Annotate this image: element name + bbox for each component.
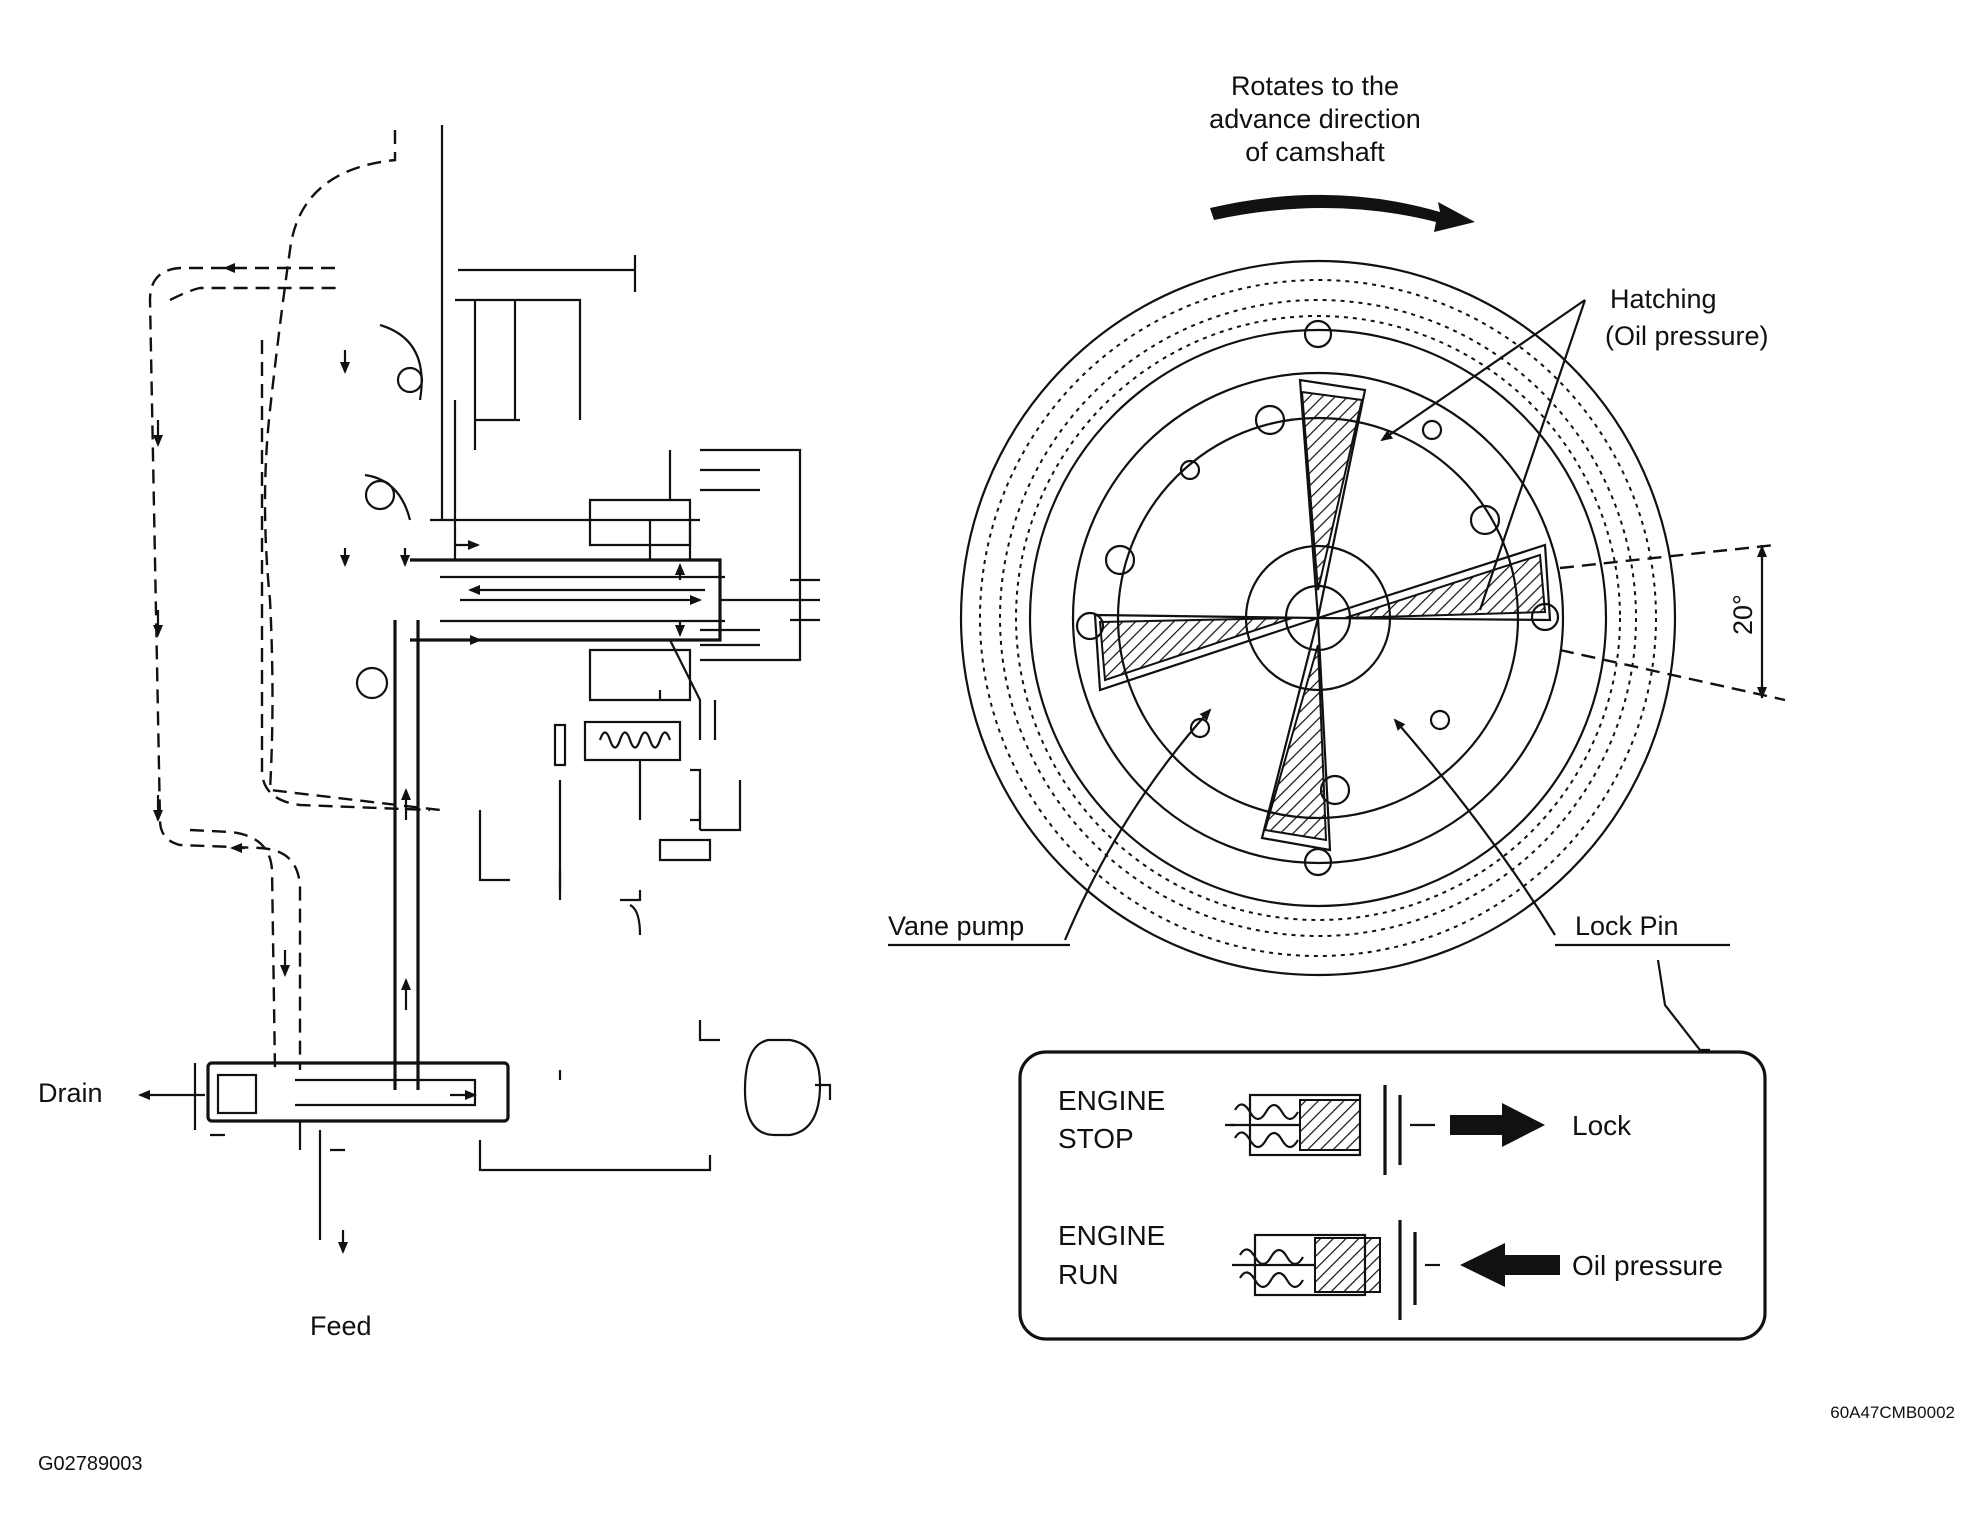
hatching-label-line1: Hatching	[1610, 284, 1717, 314]
lock-pin-stop-drawing	[1225, 1085, 1545, 1175]
reference-code: 60A47CMB0002	[1830, 1403, 1955, 1422]
lock-result-label: Lock	[1572, 1110, 1632, 1141]
figure-code: G02789003	[38, 1453, 143, 1475]
feed-label: Feed	[310, 1311, 372, 1341]
rotation-arrow	[1210, 194, 1475, 232]
hatching-label-line2: (Oil pressure)	[1605, 321, 1769, 351]
rotation-label-line2: advance direction	[1209, 104, 1421, 134]
engine-stop-label-line1: ENGINE	[1058, 1085, 1165, 1116]
lock-pin-run-drawing	[1232, 1220, 1560, 1320]
rotor-vanes	[1093, 378, 1552, 852]
angle-indicator	[1559, 543, 1786, 702]
cross-section-diagram	[138, 125, 832, 1254]
rotation-label-line3: of camshaft	[1245, 137, 1385, 167]
engine-stop-label-line2: STOP	[1058, 1123, 1134, 1154]
drain-label: Drain	[38, 1078, 103, 1108]
vvt-phaser-front-view	[888, 194, 1786, 1052]
rotation-label-line1: Rotates to the	[1231, 71, 1399, 101]
angle-label: 20°	[1728, 594, 1758, 635]
labels: Rotates to the advance direction of cams…	[38, 71, 1955, 1475]
engine-run-label-line1: ENGINE	[1058, 1220, 1165, 1251]
vane-pump-label: Vane pump	[888, 911, 1024, 941]
oil-pressure-result-label: Oil pressure	[1572, 1250, 1723, 1281]
lock-pin-inset	[1018, 1050, 1767, 1341]
lock-pin-label: Lock Pin	[1575, 911, 1679, 941]
engine-run-label-line2: RUN	[1058, 1259, 1119, 1290]
